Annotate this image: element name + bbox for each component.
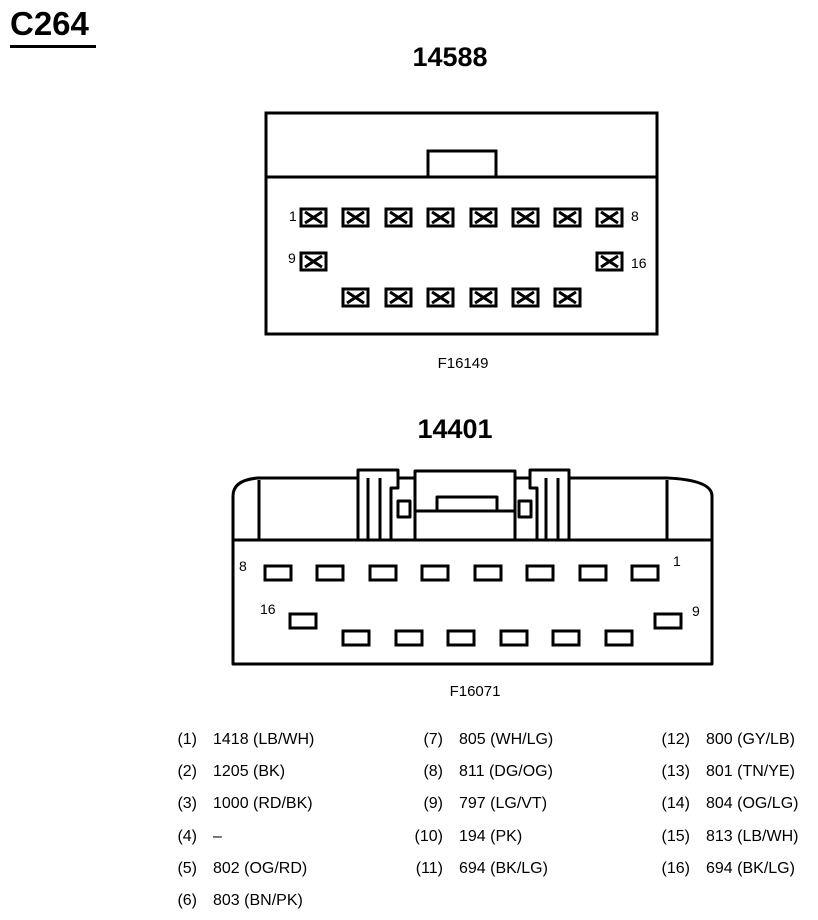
bottom-pin-16 xyxy=(288,612,318,630)
top-pin-16 xyxy=(595,251,624,272)
legend-pin-number: (13) xyxy=(661,763,690,781)
legend-wire-value: 694 (BK/LG) xyxy=(706,859,795,877)
legend-wire-value: 1000 (RD/BK) xyxy=(213,795,313,813)
bottom-pin-10 xyxy=(604,629,634,647)
bottom-pin-label-16: 16 xyxy=(260,601,276,617)
bottom-pin-4 xyxy=(473,564,503,582)
connector-id: C264 xyxy=(10,5,89,42)
legend-pin-number: (4) xyxy=(177,827,197,845)
bottom-pin-9 xyxy=(653,612,683,630)
top-pin-11 xyxy=(384,287,413,308)
bottom-connector-body xyxy=(231,468,714,666)
bottom-pin-15 xyxy=(341,629,371,647)
bottom-connector-pins xyxy=(263,564,683,647)
top-pin-5 xyxy=(469,207,498,228)
bottom-pin-5 xyxy=(420,564,450,582)
bottom-pin-8 xyxy=(263,564,293,582)
top-pin-13 xyxy=(469,287,498,308)
legend-pin-number: (8) xyxy=(423,763,443,781)
legend-wire-value: 813 (LB/WH) xyxy=(706,827,799,845)
top-connector-title: 14588 xyxy=(412,42,488,72)
legend-pin-number: (16) xyxy=(661,859,690,877)
legend-wire-value: 811 (DG/OG) xyxy=(459,763,553,781)
legend-wire-value: 797 (LG/VT) xyxy=(459,795,548,813)
legend-pin-number: (10) xyxy=(414,827,443,845)
top-pin-4 xyxy=(426,207,455,228)
legend-pin-number: (15) xyxy=(661,827,690,845)
bottom-pin-7 xyxy=(315,564,345,582)
bottom-pin-11 xyxy=(551,629,581,647)
legend-wire-value: 1205 (BK) xyxy=(213,763,286,781)
legend-wire-value: 803 (BN/PK) xyxy=(213,892,303,909)
bottom-pin-2 xyxy=(578,564,608,582)
legend-wire-value: – xyxy=(213,827,222,845)
legend-pin-number: (3) xyxy=(177,795,197,813)
top-pin-7 xyxy=(553,207,582,228)
legend-pin-number: (2) xyxy=(177,763,197,781)
bottom-pin-14 xyxy=(394,629,424,647)
top-pin-10 xyxy=(341,287,370,308)
bottom-pin-1 xyxy=(630,564,660,582)
top-pin-label-1: 1 xyxy=(289,208,297,224)
bottom-figure-code: F16071 xyxy=(449,683,501,700)
legend-pin-number: (5) xyxy=(177,859,197,877)
bottom-pin-label-1: 1 xyxy=(673,553,681,569)
legend-pin-number: (1) xyxy=(177,731,197,748)
legend-wire-value: 801 (TN/YE) xyxy=(706,763,795,781)
top-pin-9 xyxy=(299,251,328,272)
legend-pin-number: (7) xyxy=(423,731,443,748)
legend-pin-number: (11) xyxy=(415,859,443,877)
legend-wire-value: 194 (PK) xyxy=(459,827,523,845)
legend-wire-value: 805 (WH/LG) xyxy=(459,731,554,748)
legend-wire-value: 804 (OG/LG) xyxy=(706,795,799,813)
bottom-pin-label-9: 9 xyxy=(692,603,700,619)
legend-wire-value: 802 (OG/RD) xyxy=(213,859,308,877)
legend-pin-number: (9) xyxy=(423,795,443,813)
top-pin-3 xyxy=(384,207,413,228)
bottom-pin-13 xyxy=(446,629,476,647)
connector-id-underline xyxy=(10,45,96,48)
top-connector-pins xyxy=(299,207,624,308)
top-pin-label-8: 8 xyxy=(631,208,639,224)
top-figure-code: F16149 xyxy=(437,355,489,372)
bottom-pin-12 xyxy=(499,629,529,647)
top-pin-14 xyxy=(511,287,540,308)
bottom-pin-label-8: 8 xyxy=(239,558,247,574)
top-pin-label-9: 9 xyxy=(288,250,296,266)
top-pin-15 xyxy=(553,287,582,308)
legend-wire-value: 800 (GY/LB) xyxy=(706,731,795,748)
bottom-pin-labels: 8 1 16 9 xyxy=(239,553,700,619)
bottom-pin-6 xyxy=(368,564,398,582)
top-connector-body xyxy=(264,111,659,336)
top-pin-8 xyxy=(595,207,624,228)
top-pin-2 xyxy=(341,207,370,228)
top-pin-1 xyxy=(299,207,328,228)
legend-wire-value: 694 (BK/LG) xyxy=(459,859,548,877)
top-pin-12 xyxy=(426,287,455,308)
top-pin-6 xyxy=(511,207,540,228)
legend-pin-number: (14) xyxy=(661,795,690,813)
bottom-pin-3 xyxy=(525,564,555,582)
top-pin-label-16: 16 xyxy=(631,255,647,271)
top-pin-labels: 1 8 9 16 xyxy=(288,208,647,271)
bottom-connector-title: 14401 xyxy=(417,414,493,444)
legend-wire-value: 1418 (LB/WH) xyxy=(213,731,315,748)
legend-pin-number: (12) xyxy=(661,731,690,748)
legend-pin-number: (6) xyxy=(177,892,197,909)
